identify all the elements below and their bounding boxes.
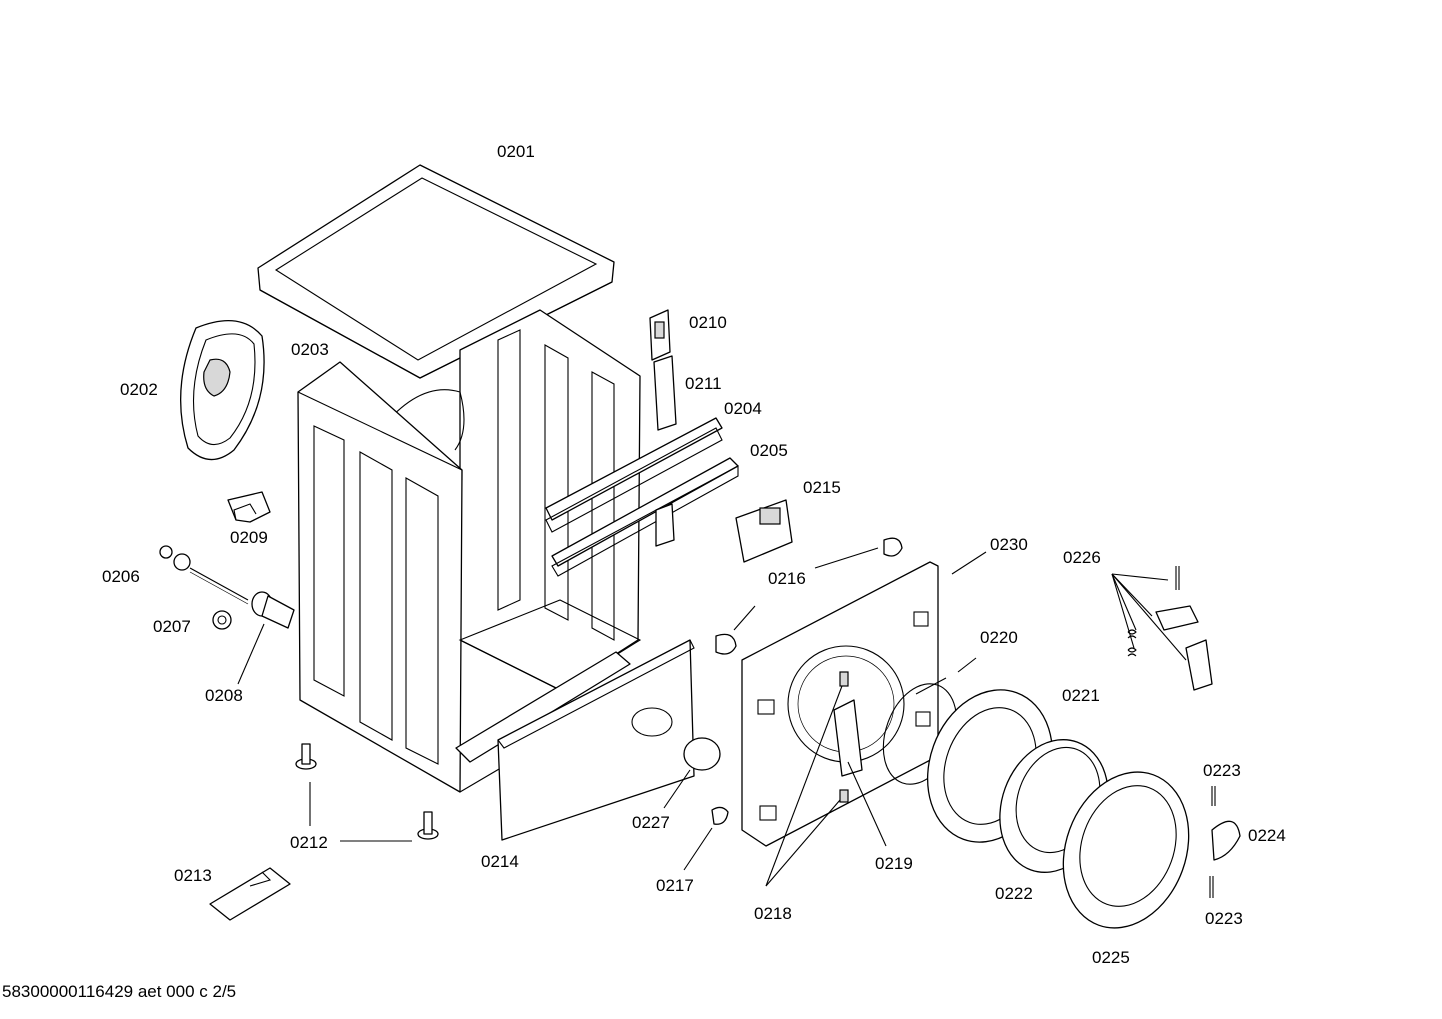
label-0214[interactable]: 0214 <box>481 852 519 871</box>
part-bolt-0206[interactable] <box>159 545 249 605</box>
label-0206[interactable]: 0206 <box>102 567 140 586</box>
document-footer-code: 58300000116429 aet 000 c 2/5 <box>2 982 237 1001</box>
label-0210[interactable]: 0210 <box>689 313 727 332</box>
label-0208[interactable]: 0208 <box>205 686 243 705</box>
label-0230[interactable]: 0230 <box>990 535 1028 554</box>
label-0213[interactable]: 0213 <box>174 866 212 885</box>
part-handle-0224[interactable] <box>1211 820 1241 861</box>
label-0211[interactable]: 0211 <box>685 374 722 393</box>
part-front-rail-upper[interactable] <box>545 417 723 533</box>
part-cap-0227[interactable] <box>663 737 721 809</box>
part-hinge-pin-0219[interactable] <box>847 761 887 847</box>
label-0223-lower[interactable]: 0223 <box>1205 909 1243 928</box>
label-0216[interactable]: 0216 <box>768 569 806 588</box>
part-clip-0209[interactable] <box>227 491 271 523</box>
label-0209[interactable]: 0209 <box>230 528 268 547</box>
label-0222[interactable]: 0222 <box>995 884 1033 903</box>
label-0203[interactable]: 0203 <box>291 340 329 359</box>
label-0224[interactable]: 0224 <box>1248 826 1286 845</box>
label-0215[interactable]: 0215 <box>803 478 841 497</box>
label-0202[interactable]: 0202 <box>120 380 158 399</box>
part-clip-0216a[interactable] <box>814 537 903 569</box>
label-0219[interactable]: 0219 <box>875 854 913 873</box>
label-0201[interactable]: 0201 <box>497 142 535 161</box>
part-bracket-0210[interactable] <box>649 309 671 361</box>
part-spindle-0208[interactable] <box>237 591 295 685</box>
part-pin-0223b[interactable] <box>1209 876 1214 898</box>
label-0227[interactable]: 0227 <box>632 813 670 832</box>
part-rear-cover[interactable] <box>179 320 265 461</box>
part-hinge-0218[interactable] <box>765 671 863 887</box>
part-cabinet[interactable] <box>297 309 642 793</box>
part-lock-kit-0226[interactable] <box>1111 566 1213 691</box>
part-front-panel[interactable] <box>497 639 695 841</box>
label-0207[interactable]: 0207 <box>153 617 191 636</box>
label-0226[interactable]: 0226 <box>1063 548 1101 567</box>
part-bracket-0211[interactable] <box>653 355 677 547</box>
label-0204[interactable]: 0204 <box>724 399 762 418</box>
label-0223-upper[interactable]: 0223 <box>1203 761 1241 780</box>
part-door-lock[interactable] <box>735 499 793 563</box>
label-0205[interactable]: 0205 <box>750 441 788 460</box>
label-0217[interactable]: 0217 <box>656 876 694 895</box>
label-0212[interactable]: 0212 <box>290 833 328 852</box>
part-door-outer-ring-0225[interactable] <box>1042 754 1209 945</box>
part-pin-0223a[interactable] <box>1211 786 1216 806</box>
part-foot-0212b[interactable] <box>340 811 439 842</box>
label-0221[interactable]: 0221 <box>1062 686 1100 705</box>
part-plug-0217[interactable] <box>683 806 729 871</box>
part-clip-0216b[interactable] <box>715 605 756 655</box>
label-0220[interactable]: 0220 <box>980 628 1018 647</box>
part-foot-0212a[interactable] <box>295 743 317 826</box>
label-0218[interactable]: 0218 <box>754 904 792 923</box>
part-nut-0207[interactable] <box>212 610 232 630</box>
label-0225[interactable]: 0225 <box>1092 948 1130 967</box>
part-front-rail-lower[interactable] <box>551 457 739 577</box>
part-plate-0213[interactable] <box>209 867 291 921</box>
